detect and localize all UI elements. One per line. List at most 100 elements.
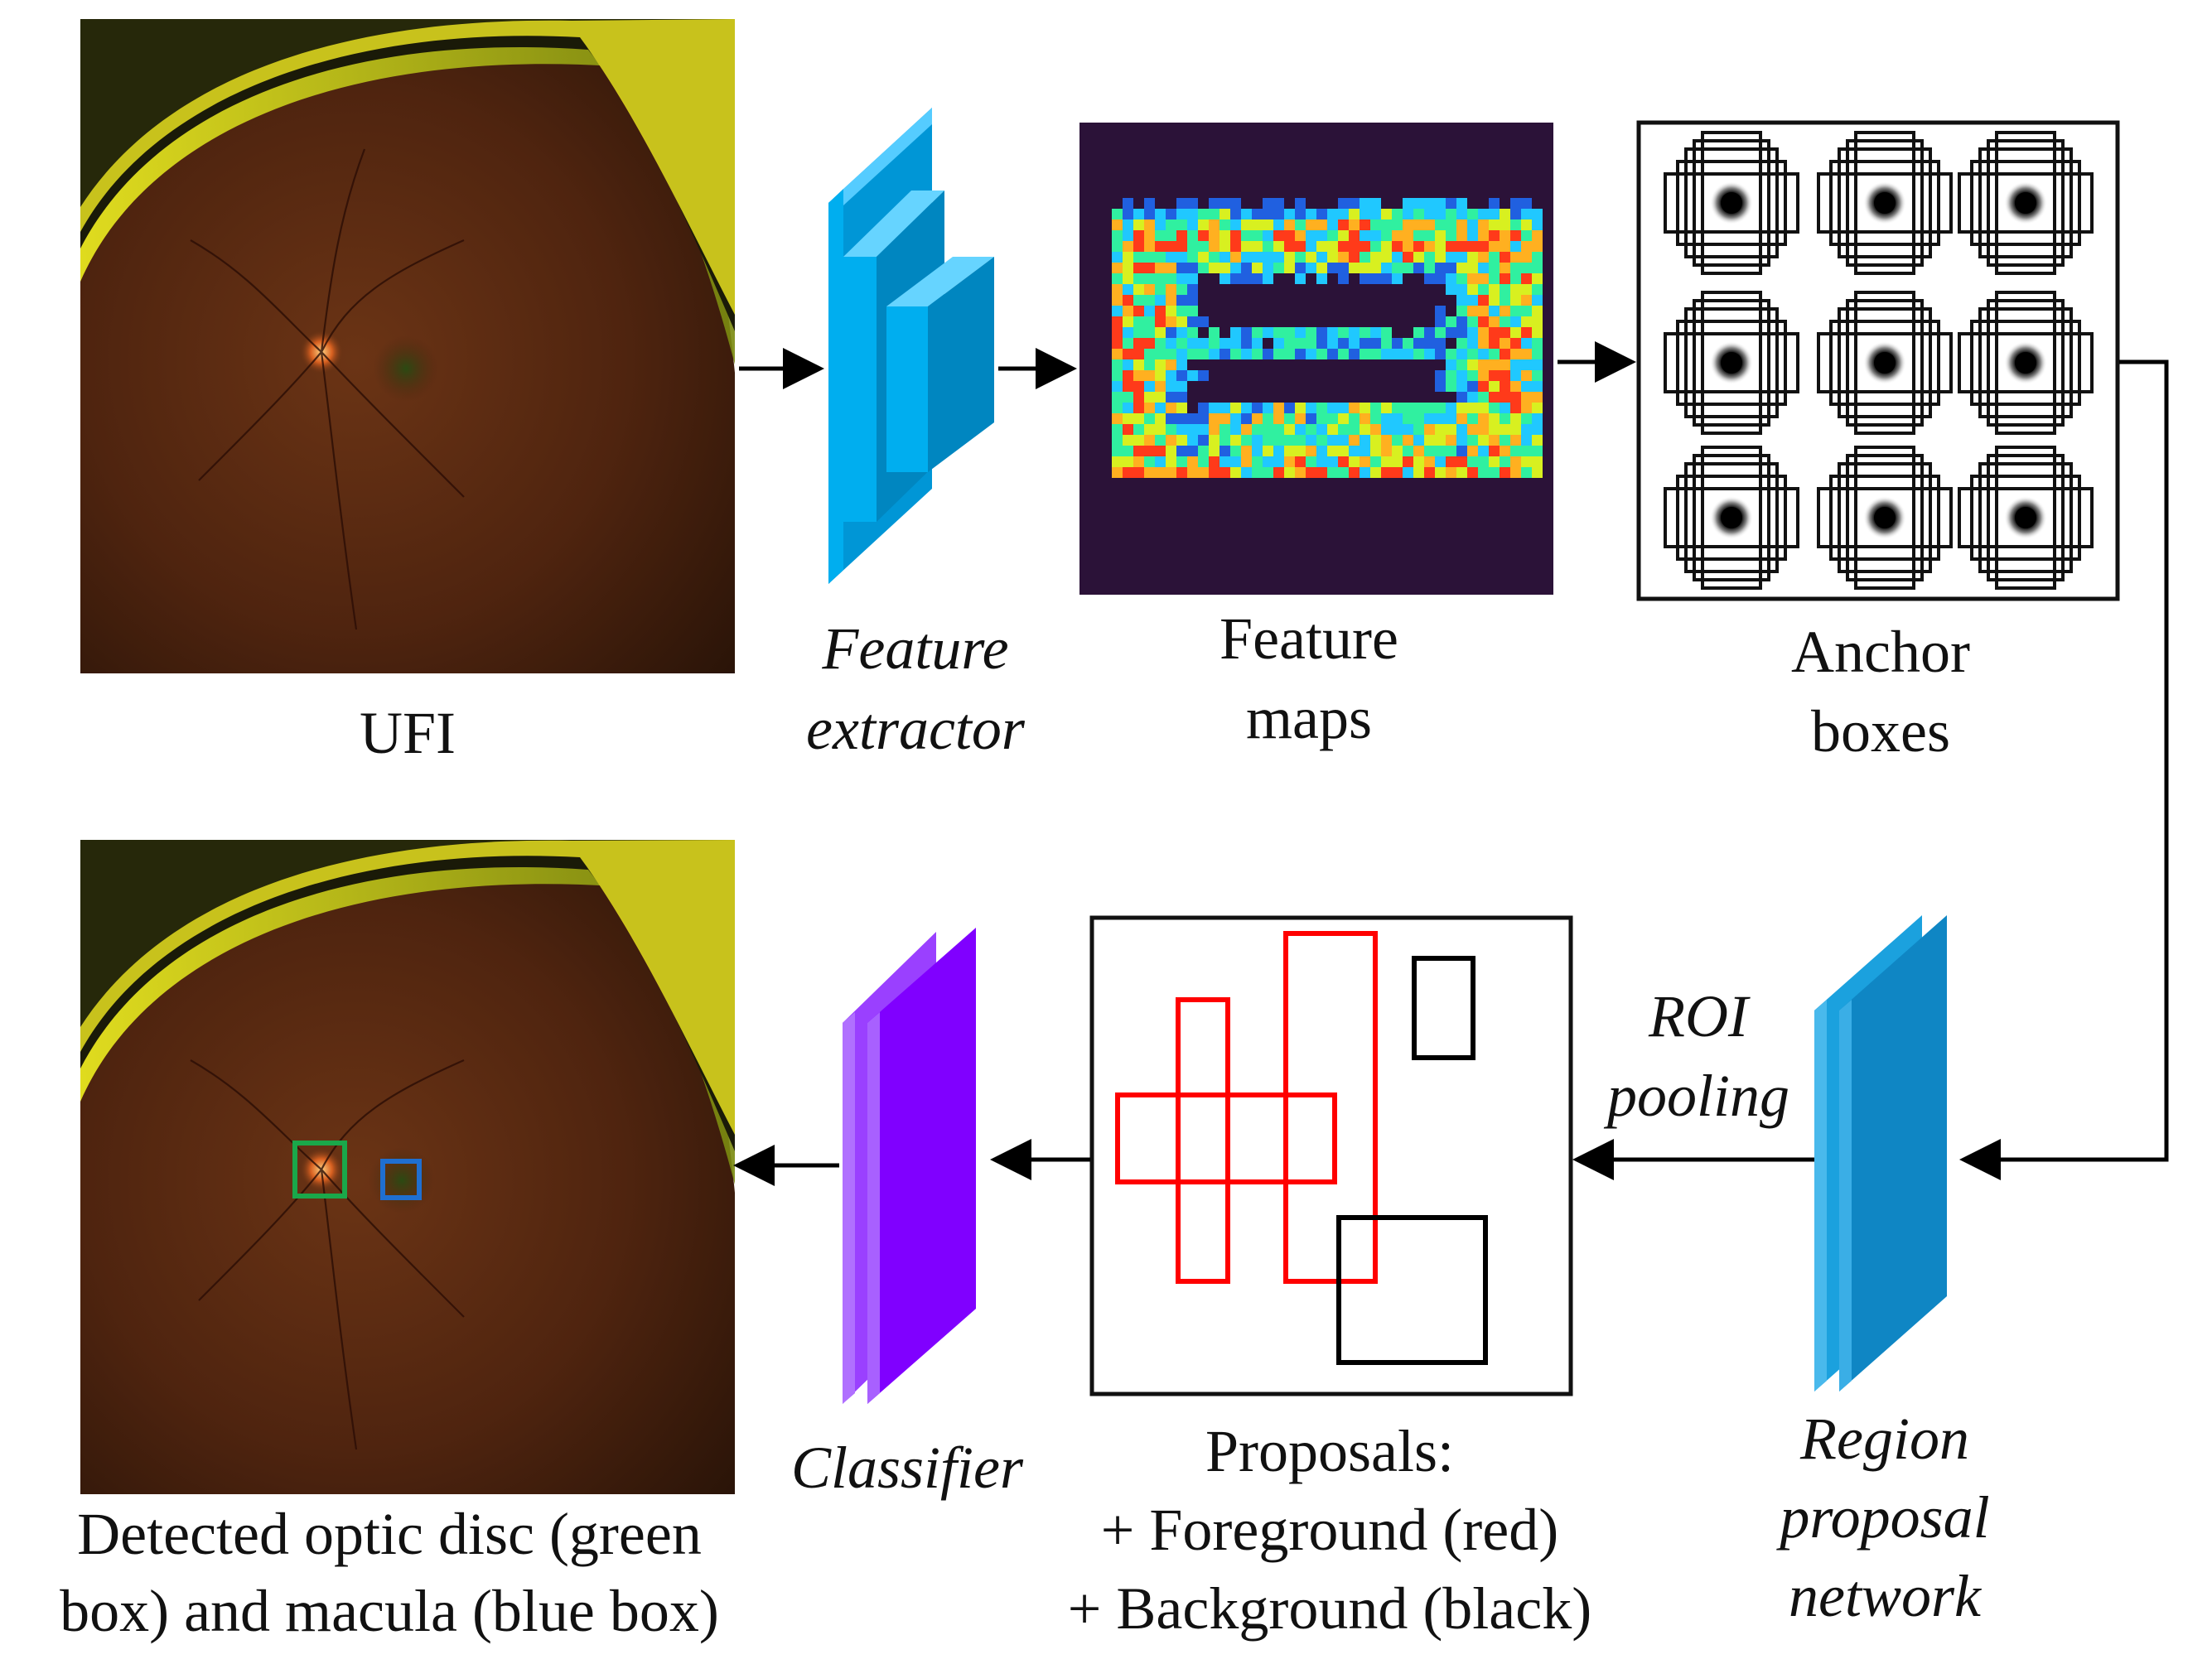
heatmap-cell [1295,230,1306,241]
heatmap-cell [1209,435,1219,446]
heatmap-cell [1521,456,1532,467]
heatmap-cell [1123,413,1133,424]
heatmap-cell [1510,456,1521,467]
heatmap-cell [1112,219,1123,230]
heatmap-cell [1144,467,1155,478]
heatmap-cell [1219,424,1230,435]
heatmap-cell [1338,230,1349,241]
heatmap-cell [1176,316,1187,327]
heatmap-cell [1478,230,1489,241]
heatmap-cell [1284,435,1295,446]
heatmap-cell [1521,327,1532,338]
heatmap-cell [1370,403,1381,413]
heatmap-cell [1392,424,1403,435]
heatmap-cell [1230,198,1241,209]
heatmap-cell [1252,230,1263,241]
heatmap-cell [1133,230,1144,241]
heatmap-cell [1166,230,1176,241]
heatmap-cell [1532,446,1543,456]
heatmap-cell [1316,446,1327,456]
heatmap-cell [1500,209,1510,219]
heatmap-cell [1198,230,1209,241]
heatmap-cell [1144,284,1155,295]
heatmap-cell [1123,306,1133,316]
heatmap-cell [1155,327,1166,338]
heatmap-cell [1306,446,1316,456]
heatmap-cell [1446,413,1456,424]
heatmap-cell [1241,219,1252,230]
heatmap-cell [1435,467,1446,478]
heatmap-cell [1187,230,1198,241]
heatmap-cell [1295,435,1306,446]
heatmap-cell [1349,219,1360,230]
heatmap-cell [1155,467,1166,478]
heatmap-cell [1521,219,1532,230]
heatmap-cell [1123,230,1133,241]
heatmap-cell [1456,252,1467,263]
heatmap-cell [1230,219,1241,230]
heatmap-cell [1263,424,1273,435]
heatmap-cell [1252,252,1263,263]
heatmap-cell [1263,230,1273,241]
heatmap-cell [1133,403,1144,413]
heatmap-cell [1349,349,1360,359]
heatmap-cell [1435,209,1446,219]
heatmap-cell [1327,446,1338,456]
heatmap-cell [1144,241,1155,252]
heatmap-cell [1295,252,1306,263]
heatmap-cell [1166,370,1176,381]
heatmap-cell [1144,230,1155,241]
heatmap-cell [1316,424,1327,435]
heatmap-cell [1370,424,1381,435]
heatmap-cell [1284,209,1295,219]
heatmap-cell [1489,219,1500,230]
heatmap-cell [1176,198,1187,209]
heatmap-cell [1521,198,1532,209]
heatmap-cell [1456,241,1467,252]
heatmap-cell [1381,403,1392,413]
heatmap-cell [1112,209,1123,219]
heatmap-cell [1435,327,1446,338]
heatmap-cell [1403,263,1413,273]
heatmap-cell [1176,263,1187,273]
heatmap-cell [1198,316,1209,327]
heatmap-cell [1456,219,1467,230]
heatmap-cell [1316,349,1327,359]
heatmap-cell [1198,263,1209,273]
heatmap-cell [1392,467,1403,478]
heatmap-cell [1424,241,1435,252]
heatmap-cell [1144,424,1155,435]
heatmap-cell [1435,338,1446,349]
heatmap-cell [1327,456,1338,467]
heatmap-cell [1219,230,1230,241]
heatmap-cell [1155,359,1166,370]
heatmap-cell [1295,273,1306,284]
heatmap-cell [1381,435,1392,446]
heatmap-cell [1489,403,1500,413]
heatmap-cell [1489,295,1500,306]
heatmap-cell [1349,327,1360,338]
heatmap-cell [1306,209,1316,219]
heatmap-cell [1295,413,1306,424]
heatmap-cell [1424,198,1435,209]
heatmap-cell [1327,403,1338,413]
heatmap-cell [1413,263,1424,273]
heatmap-cell [1155,338,1166,349]
heatmap-cell [1500,273,1510,284]
heatmap-cell [1273,467,1284,478]
heatmap-cell [1166,359,1176,370]
heatmap-cell [1187,446,1198,456]
heatmap-cell [1413,219,1424,230]
anchor-boxes-panel [1636,120,2120,601]
heatmap-cell [1370,219,1381,230]
heatmap-cell [1467,424,1478,435]
heatmap-cell [1166,424,1176,435]
heatmap-cell [1521,403,1532,413]
heatmap-cell [1133,424,1144,435]
heatmap-cell [1500,327,1510,338]
heatmap-cell [1532,413,1543,424]
heatmap-cell [1230,424,1241,435]
heatmap-cell [1198,446,1209,456]
heatmap-cell [1467,295,1478,306]
heatmap-cell [1316,435,1327,446]
